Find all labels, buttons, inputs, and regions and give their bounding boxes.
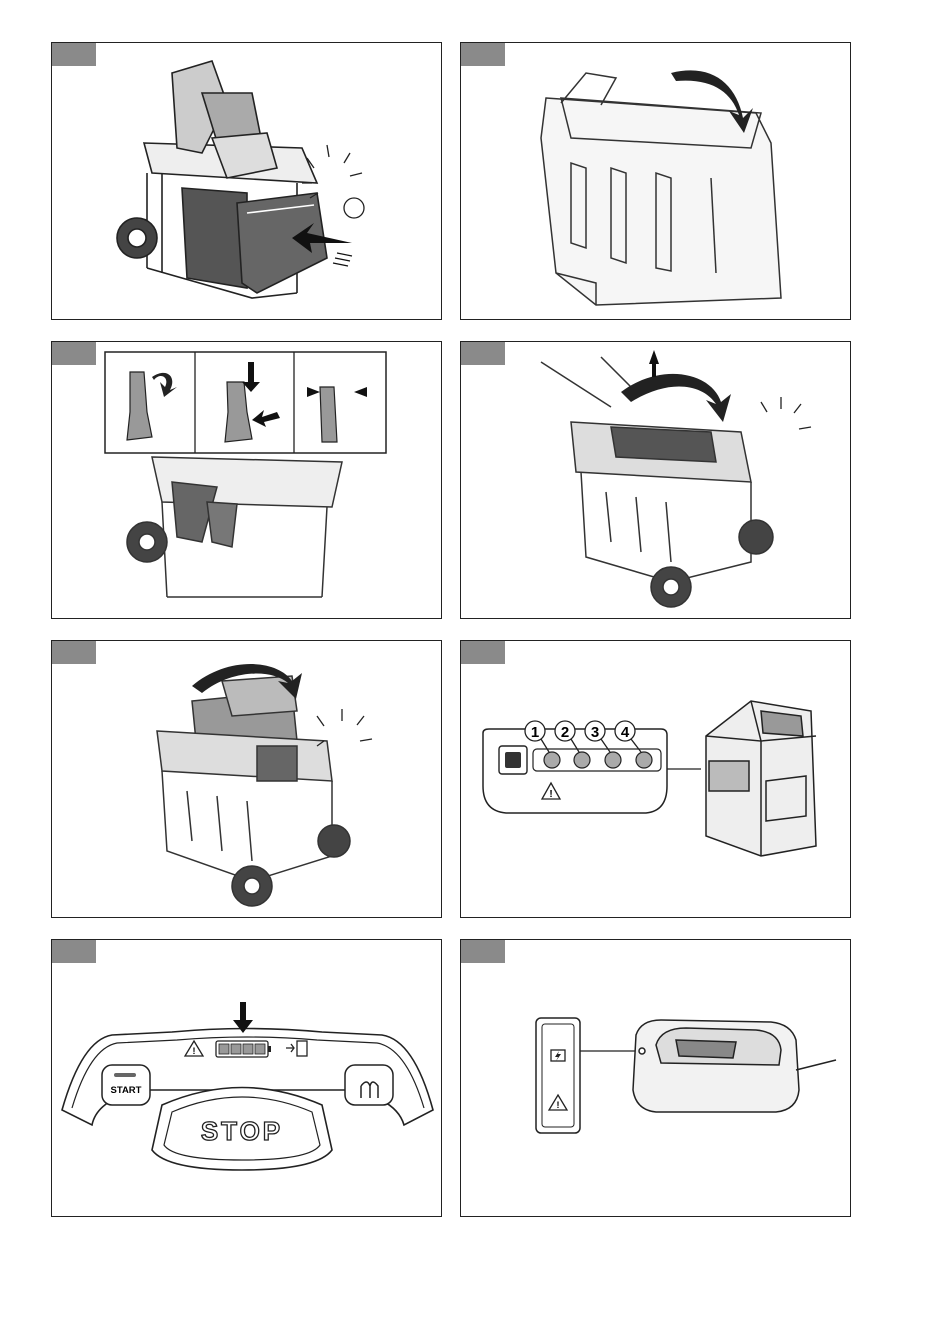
figure-panel-3 [51,341,442,619]
led-2 [574,752,590,768]
charging-icon [551,1050,565,1061]
charger-illustration: ! [461,940,851,1217]
svg-text:!: ! [557,1100,560,1110]
led-number-2: 2 [561,724,569,741]
battery-pack [706,701,816,856]
led-1 [544,752,560,768]
control-panel-illustration: START STOP ! [52,940,442,1217]
led-number-4: 4 [621,724,630,741]
charger-unit [633,1020,836,1112]
battery-indicator-illustration: 1 2 3 4 ! [461,641,851,918]
stop-label: STOP [201,1116,283,1146]
collection-box-illustration [461,43,851,320]
figure-panel-7: START STOP ! [51,939,442,1217]
battery-level-icon [216,1041,271,1057]
figure-panel-4 [460,341,851,619]
led-number-3: 3 [591,724,599,741]
svg-text:!: ! [193,1046,196,1056]
charger-indicator-plate [536,1018,580,1133]
led-3 [605,752,621,768]
close-motor-illustration [52,641,442,918]
figure-panel-6: 1 2 3 4 ! [460,640,851,918]
led-4 [636,752,652,768]
svg-text:!: ! [549,789,552,800]
open-lid-illustration [461,342,851,619]
shredder-insert-box-illustration [52,43,442,320]
figure-panel-1 [51,42,442,320]
chute-fold-illustration [52,342,442,619]
figure-panel-5 [51,640,442,918]
callout-circle [344,198,364,218]
figure-panel-2 [460,42,851,320]
figure-panel-8: ! [460,939,851,1217]
led-number-1: 1 [531,724,539,741]
start-label: START [111,1085,142,1096]
